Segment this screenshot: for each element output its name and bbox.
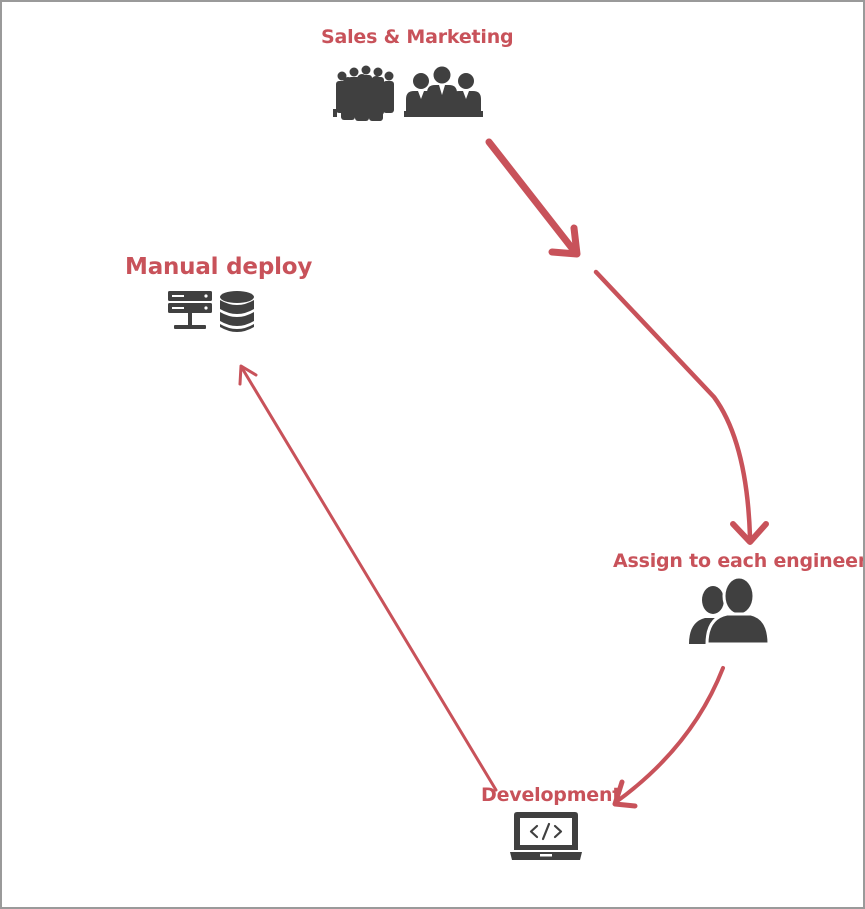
users-icon xyxy=(689,576,771,646)
arrow-assign-to-dev xyxy=(612,666,725,809)
arrow-sales-to-assign xyxy=(485,138,769,545)
manual-deploy-label: Manual deploy xyxy=(125,254,313,280)
business-crowd-icon xyxy=(333,65,483,121)
development-label: Development xyxy=(481,784,622,806)
arrow-sales-head-1 xyxy=(548,224,581,258)
arrow-sales-segment-2 xyxy=(593,269,753,540)
laptop-code-icon xyxy=(510,812,582,860)
assign-engineer-label: Assign to each engineer xyxy=(613,550,865,572)
arrow-assign-head xyxy=(612,779,638,809)
arrow-sales-segment-1 xyxy=(485,138,579,256)
arrow-dev-line xyxy=(240,366,498,792)
arrow-assign-line xyxy=(614,666,725,804)
server-database-icon xyxy=(168,291,254,332)
arrow-dev-head xyxy=(238,364,258,386)
arrow-sales-head-2 xyxy=(730,521,769,545)
sales-marketing-label: Sales & Marketing xyxy=(321,26,514,48)
arrow-dev-to-deploy xyxy=(238,364,498,792)
